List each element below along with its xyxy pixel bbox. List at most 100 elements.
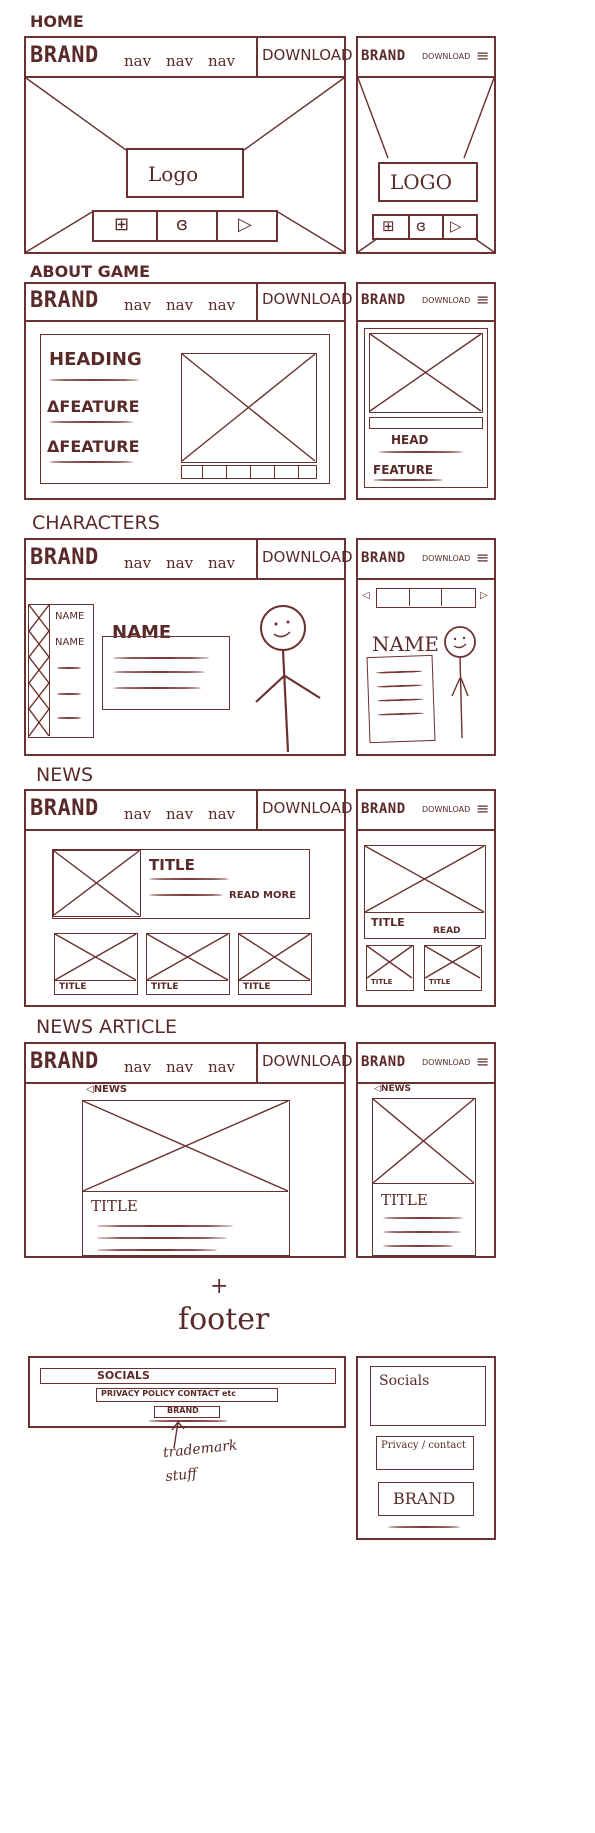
news-title: TITLE: [371, 916, 405, 929]
privacy-contact-bar[interactable]: PRIVACY POLICY CONTACT etc: [96, 1388, 278, 1402]
brand-logo[interactable]: BRAND: [361, 48, 406, 64]
image-carousel[interactable]: [369, 417, 483, 429]
socials-label: Socials: [379, 1373, 430, 1389]
text-line: [383, 1231, 461, 1233]
nav-link[interactable]: nav: [208, 554, 236, 572]
carousel-next-icon[interactable]: ▷: [480, 590, 488, 601]
read-more-link[interactable]: READ: [433, 926, 461, 936]
nav-link[interactable]: nav: [124, 296, 152, 314]
nav-link[interactable]: nav: [208, 52, 236, 70]
image-placeholder: [369, 333, 483, 413]
download-button[interactable]: DOWNLOAD: [422, 554, 471, 563]
hamburger-icon[interactable]: ≡: [476, 46, 490, 65]
nav-link[interactable]: nav: [208, 1058, 236, 1076]
download-button[interactable]: DOWNLOAD: [422, 52, 471, 61]
nav-link[interactable]: nav: [208, 296, 236, 314]
socials-label: SOCIALS: [97, 1369, 150, 1382]
hamburger-icon[interactable]: ≡: [476, 548, 490, 567]
download-button[interactable]: DOWNLOAD: [422, 1058, 471, 1067]
hamburger-icon[interactable]: ≡: [476, 290, 490, 309]
character-list-item[interactable]: [57, 693, 81, 695]
nav-link[interactable]: nav: [208, 805, 236, 823]
brand-logo[interactable]: BRAND: [30, 1049, 99, 1074]
download-button[interactable]: DOWNLOAD: [262, 548, 353, 566]
back-to-news-link[interactable]: ◁NEWS: [86, 1084, 128, 1095]
character-list-item[interactable]: NAME: [55, 611, 85, 622]
hamburger-icon[interactable]: ≡: [476, 1052, 490, 1071]
divider: [156, 212, 158, 240]
feature-text: ΔFEATURE: [47, 397, 140, 416]
image-carousel[interactable]: [181, 465, 317, 479]
nav-link[interactable]: nav: [124, 805, 152, 823]
brand-logo[interactable]: BRAND: [30, 545, 99, 570]
download-button[interactable]: DOWNLOAD: [422, 296, 471, 305]
windows-icon[interactable]: ⊞: [114, 214, 130, 235]
divider: [409, 589, 410, 606]
nav-link[interactable]: nav: [124, 52, 152, 70]
plus-sign: +: [210, 1274, 229, 1299]
desktop-footer-frame: SOCIALS PRIVACY POLICY CONTACT etc BRAND: [28, 1356, 346, 1428]
divider: [83, 1191, 288, 1192]
footer-brand-text: BRAND: [167, 1406, 199, 1415]
character-list-item[interactable]: NAME: [55, 637, 85, 648]
carousel-prev-icon[interactable]: ◁: [362, 590, 370, 601]
image-placeholder: [372, 1098, 475, 1184]
brand-logo[interactable]: BRAND: [30, 796, 99, 821]
nav-link[interactable]: nav: [124, 554, 152, 572]
trademark-line: [148, 1420, 228, 1422]
character-list-item[interactable]: [57, 717, 81, 719]
nav-link[interactable]: nav: [124, 1058, 152, 1076]
about-heading: HEAD: [391, 433, 429, 447]
desktop-news-frame: BRAND nav nav nav DOWNLOAD TITLE READ MO…: [24, 789, 353, 1007]
brand-logo[interactable]: BRAND: [361, 1054, 406, 1070]
news-card[interactable]: TITLE: [146, 933, 230, 995]
nav-link[interactable]: nav: [166, 296, 194, 314]
header-divider: [358, 320, 494, 322]
download-button[interactable]: DOWNLOAD: [422, 805, 471, 814]
brand-logo[interactable]: BRAND: [30, 43, 99, 68]
privacy-contact-links[interactable]: PRIVACY POLICY CONTACT etc: [101, 1389, 236, 1398]
nav-link[interactable]: nav: [166, 554, 194, 572]
brand-logo[interactable]: BRAND: [361, 292, 406, 308]
news-card[interactable]: TITLE: [366, 945, 414, 991]
brand-logo[interactable]: BRAND: [361, 801, 406, 817]
brand-logo[interactable]: BRAND: [361, 550, 406, 566]
brand-logo[interactable]: BRAND: [30, 288, 99, 313]
privacy-contact-bar[interactable]: Privacy / contact: [376, 1436, 474, 1470]
apple-icon[interactable]: ɞ: [416, 217, 426, 235]
play-icon[interactable]: ▷: [450, 217, 462, 235]
hamburger-icon[interactable]: ≡: [476, 799, 490, 818]
image-placeholder: [238, 933, 311, 981]
text-line: [376, 684, 423, 688]
socials-bar[interactable]: Socials: [370, 1366, 486, 1426]
windows-icon[interactable]: ⊞: [382, 217, 395, 235]
play-icon[interactable]: ▷: [238, 214, 252, 235]
apple-icon[interactable]: ɞ: [176, 214, 188, 235]
featured-news-card[interactable]: TITLE READ: [364, 845, 486, 939]
featured-news-card[interactable]: TITLE READ MORE: [52, 849, 310, 919]
socials-bar[interactable]: SOCIALS: [40, 1368, 336, 1384]
nav-link[interactable]: nav: [166, 1058, 194, 1076]
download-button[interactable]: DOWNLOAD: [262, 290, 353, 308]
news-card-title: TITLE: [151, 982, 179, 992]
download-button[interactable]: DOWNLOAD: [262, 46, 353, 64]
text-line: [97, 1249, 217, 1251]
privacy-contact-links[interactable]: Privacy / contact: [381, 1440, 466, 1451]
back-to-news-link[interactable]: ◁NEWS: [374, 1084, 412, 1094]
nav-link[interactable]: nav: [166, 52, 194, 70]
nav-link[interactable]: nav: [166, 805, 194, 823]
feature-text: FEATURE: [373, 463, 434, 477]
divider: [442, 216, 444, 238]
desktop-home-frame: BRAND nav nav nav DOWNLOAD Logo ⊞ ɞ ▷: [24, 36, 353, 254]
character-list-item[interactable]: [57, 667, 81, 669]
download-button[interactable]: DOWNLOAD: [262, 799, 353, 817]
news-card[interactable]: TITLE: [238, 933, 312, 995]
download-button[interactable]: DOWNLOAD: [262, 1052, 353, 1070]
about-panel: HEADING ΔFEATURE ΔFEATURE: [40, 334, 330, 484]
read-more-link[interactable]: READ MORE: [229, 890, 297, 901]
news-card[interactable]: TITLE: [424, 945, 482, 991]
news-card[interactable]: TITLE: [54, 933, 138, 995]
character-carousel[interactable]: [376, 588, 476, 608]
header-divider: [358, 578, 494, 580]
image-placeholder: [53, 850, 141, 917]
